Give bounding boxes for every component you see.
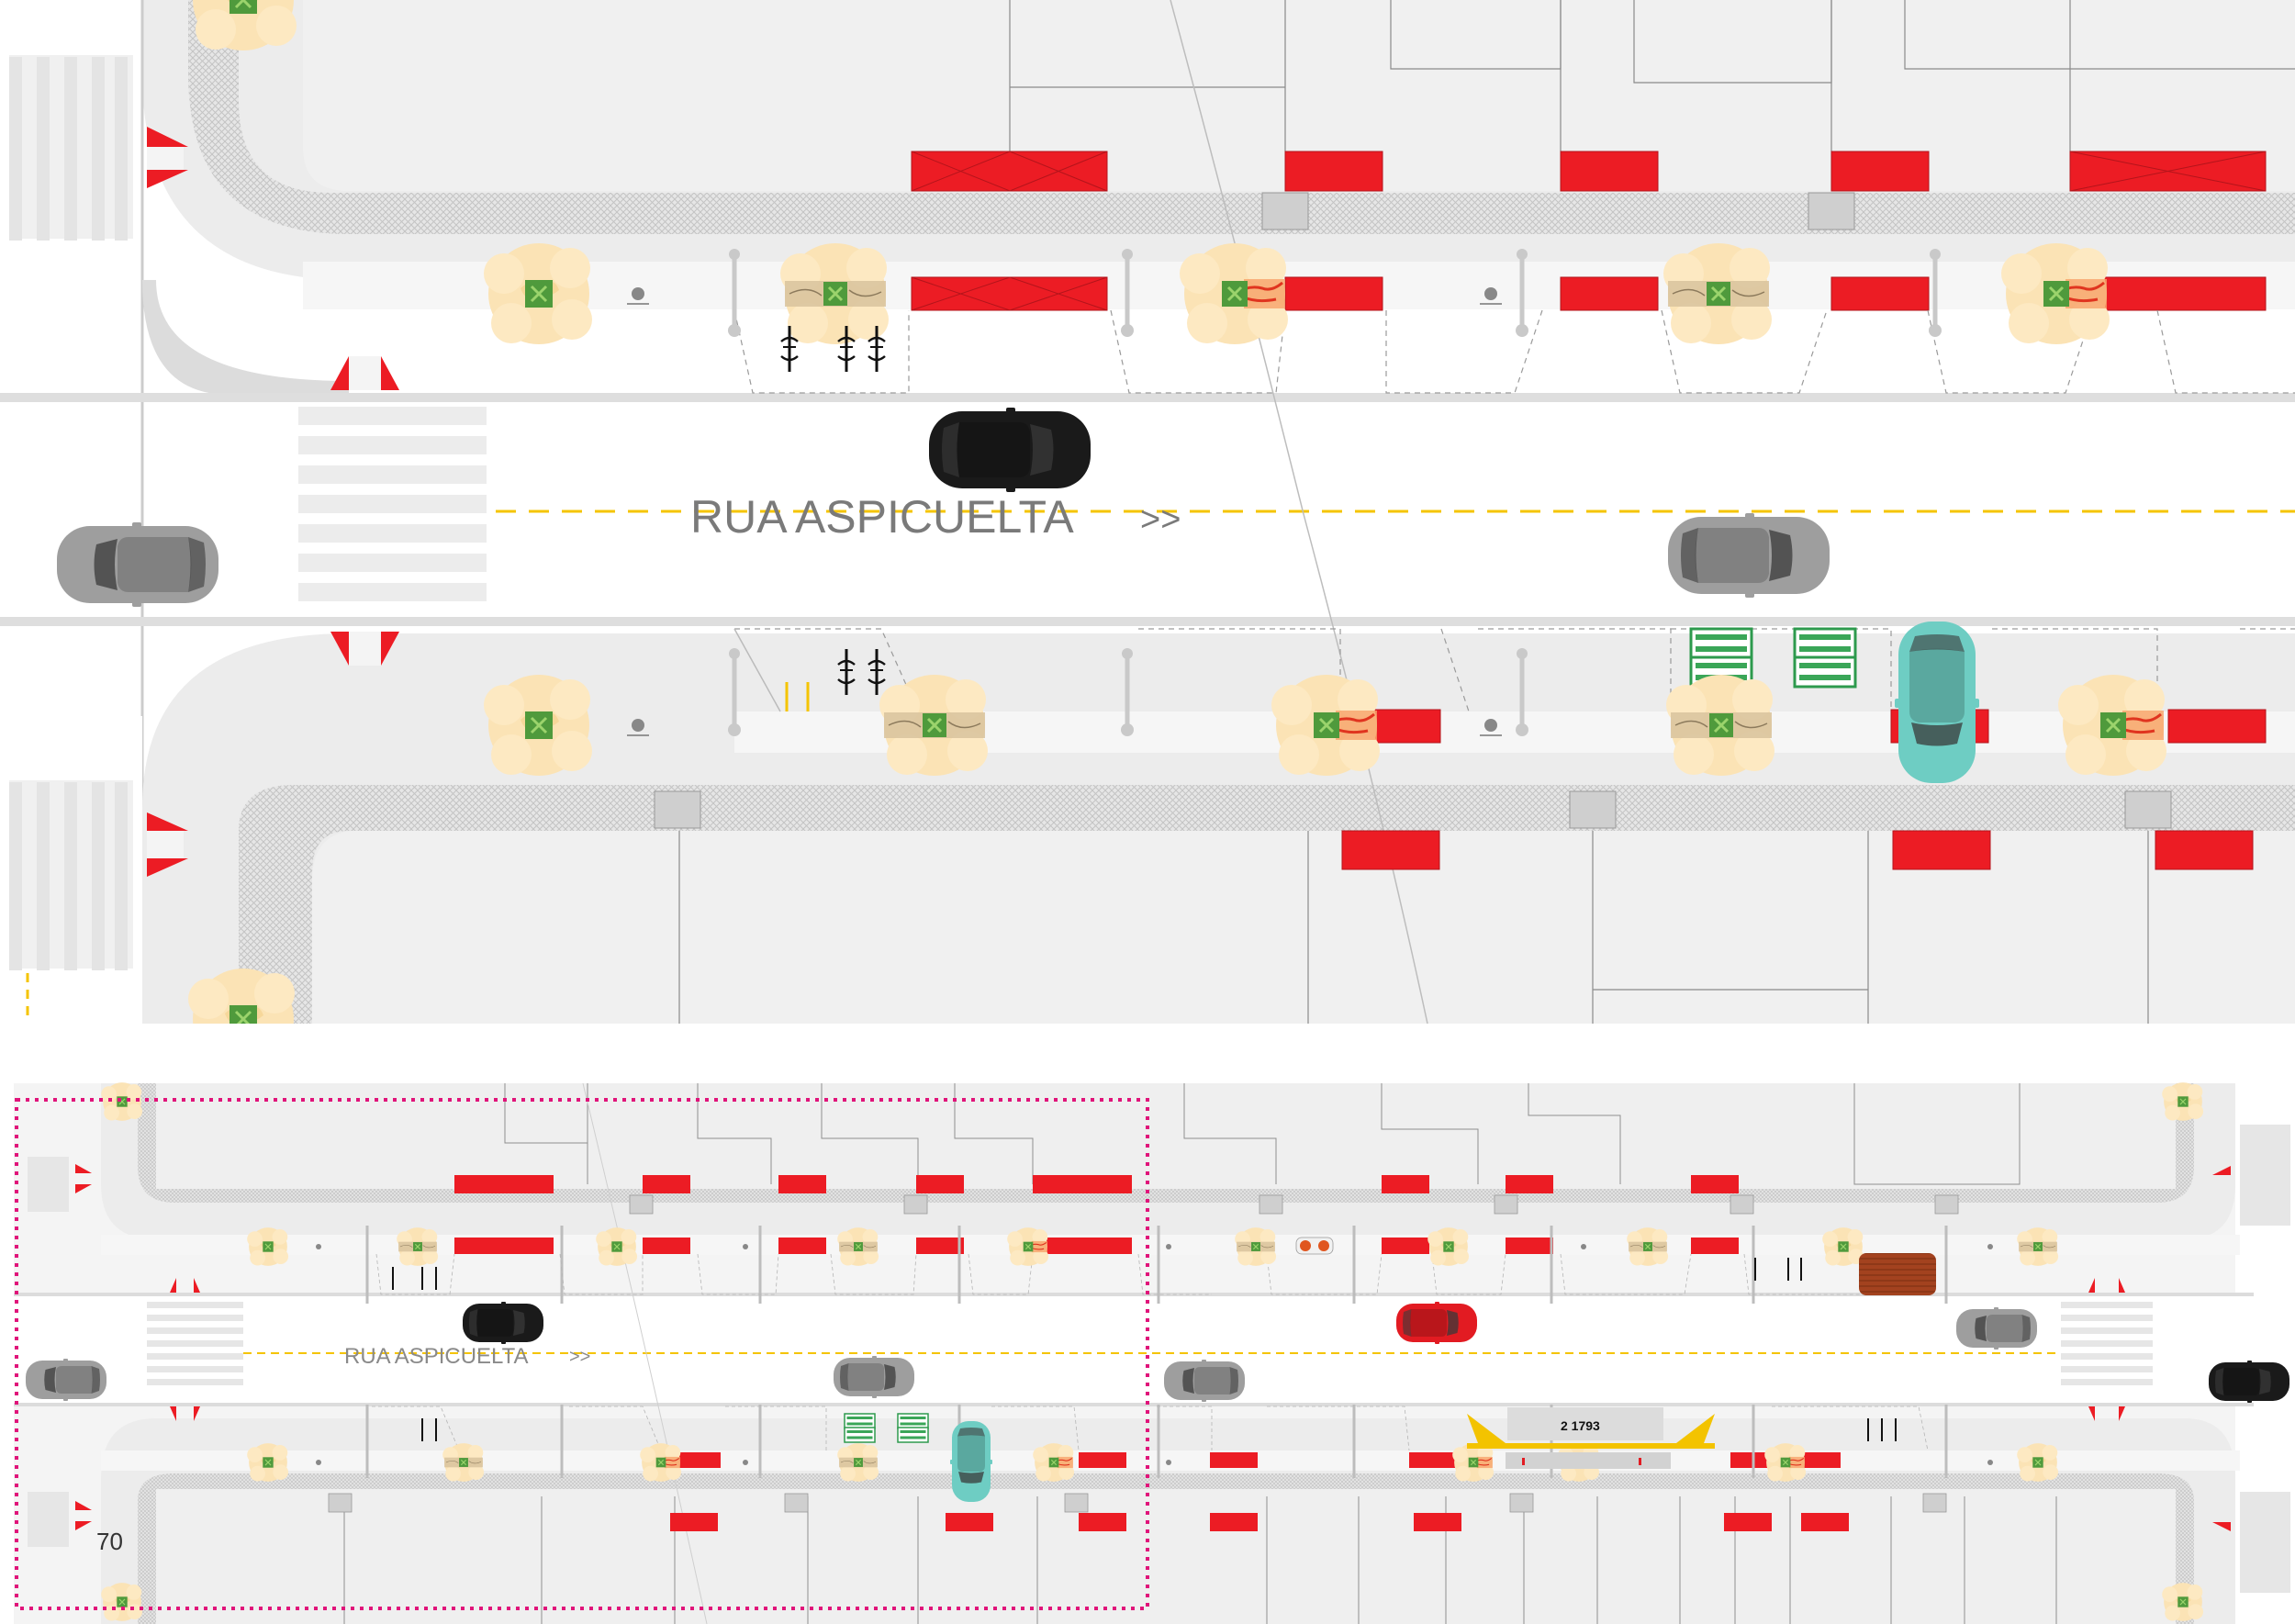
bus-stop-icon: 2 1793 (1467, 1407, 1715, 1469)
detail-plan: RUA ASPICUELTA >> (0, 0, 2295, 1071)
detail-frame (15, 1098, 1149, 1610)
crosswalk (298, 407, 487, 601)
street-name-label: RUA ASPICUELTA (690, 491, 1074, 543)
page-number: 70 (96, 1528, 123, 1555)
overview-plan: 2 1793 RUA ASPICUELTA >> (0, 1081, 2295, 1624)
overview-direction: >> (569, 1347, 590, 1367)
direction-arrows: >> (1140, 500, 1181, 539)
bus-stop-code: 2 1793 (1561, 1418, 1600, 1433)
parklet-deck (1859, 1253, 1936, 1295)
overview-street-name: RUA ASPICUELTA (344, 1344, 529, 1369)
